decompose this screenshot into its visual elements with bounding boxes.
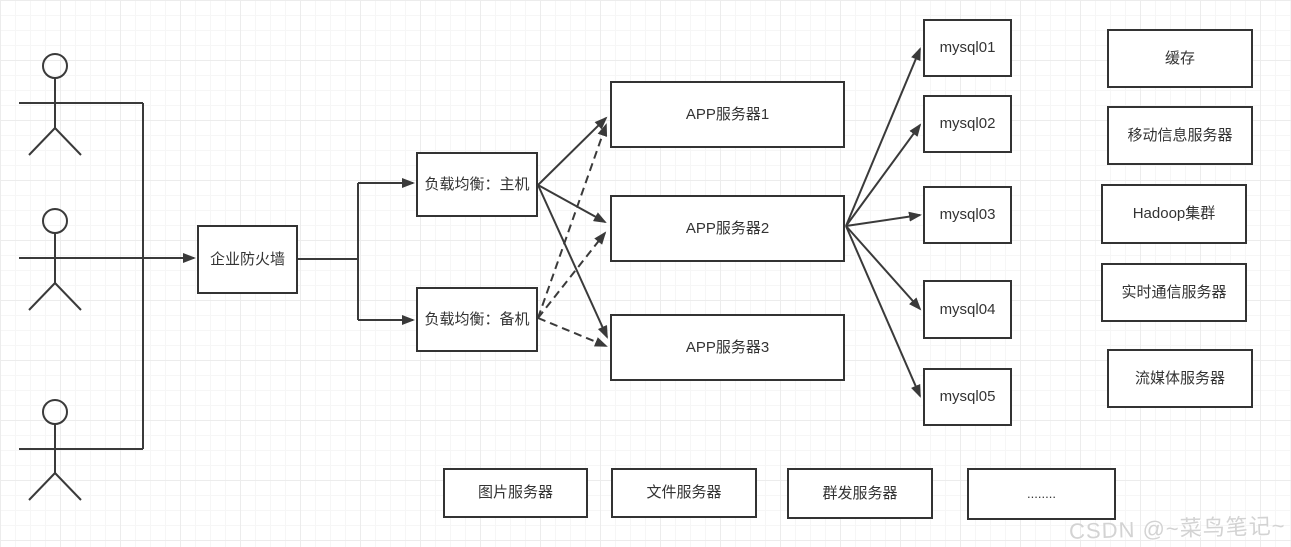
node-ellipsis: ........ (967, 468, 1116, 520)
edge-lb-backup-to-apps (537, 123, 608, 347)
node-app-server-2: APP服务器2 (610, 195, 845, 262)
node-loadbalancer-backup: 负载均衡：备机 (416, 287, 538, 352)
node-loadbalancer-primary: 负载均衡：主机 (416, 152, 538, 217)
node-realtime-comm-server: 实时通信服务器 (1101, 263, 1247, 322)
actor-icon (19, 53, 143, 156)
node-cache: 缓存 (1107, 29, 1253, 88)
edge-users-to-firewall (19, 103, 196, 449)
actor-icon (28, 208, 82, 311)
actor-icon (19, 399, 143, 501)
edge-lb-primary-to-apps (537, 116, 608, 339)
node-firewall: 企业防火墙 (197, 225, 298, 294)
node-mysql02: mysql02 (923, 95, 1012, 153)
node-mysql03: mysql03 (923, 186, 1012, 244)
node-app-server-1: APP服务器1 (610, 81, 845, 148)
node-mysql01: mysql01 (923, 19, 1012, 77)
edge-firewall-to-loadbalancers (298, 178, 415, 325)
node-mass-send-server: 群发服务器 (787, 468, 933, 519)
node-mysql05: mysql05 (923, 368, 1012, 426)
node-image-server: 图片服务器 (443, 468, 588, 518)
node-mobile-info-server: 移动信息服务器 (1107, 106, 1253, 165)
node-streaming-media-server: 流媒体服务器 (1107, 349, 1253, 408)
node-mysql04: mysql04 (923, 280, 1012, 339)
node-app-server-3: APP服务器3 (610, 314, 845, 381)
node-file-server: 文件服务器 (611, 468, 757, 518)
node-hadoop-cluster: Hadoop集群 (1101, 184, 1247, 244)
edge-app2-to-mysql (845, 47, 922, 398)
